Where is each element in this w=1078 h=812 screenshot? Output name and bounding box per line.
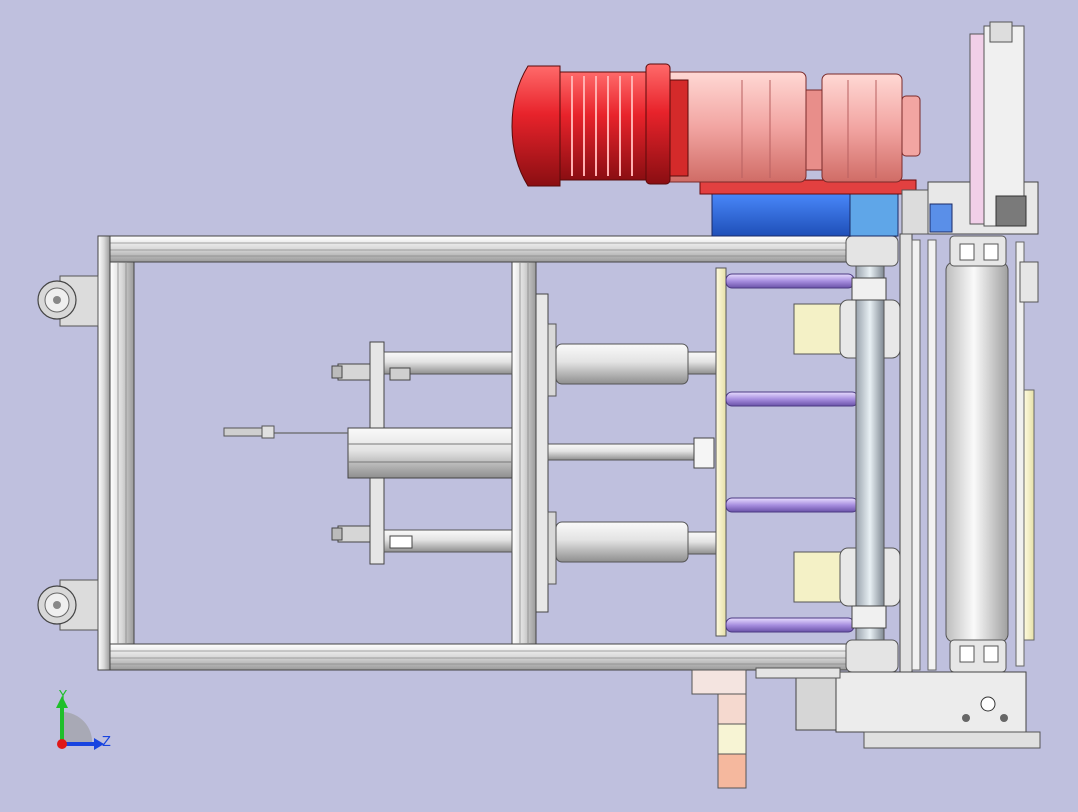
y-axis-label: Y [58, 689, 67, 704]
drive-shaft [855, 261, 885, 645]
coordinate-triad: Y Z [56, 689, 111, 750]
center-push-rod [547, 437, 715, 469]
main-cylinder-upper [555, 343, 717, 385]
origin-marker [57, 739, 67, 749]
y-axis-arrowhead [56, 696, 68, 708]
cylinder-rod-lower [331, 525, 513, 553]
lower-bracket [755, 667, 1041, 749]
z-axis-label: Z [102, 735, 111, 750]
cylinder-rod-upper [331, 351, 513, 381]
guide-rods [725, 273, 859, 633]
main-frame [97, 235, 897, 671]
z-axis-arrowhead [94, 738, 104, 750]
caster-wheel-bottom [37, 579, 99, 631]
upper-bracket [901, 21, 1039, 235]
main-cylinder-lower [555, 521, 717, 563]
gearbox-base [699, 179, 917, 237]
middle-plate [535, 293, 549, 613]
peach-block-stack [691, 669, 747, 789]
push-plate [715, 267, 727, 637]
linear-actuator [223, 425, 513, 479]
caster-wheel-top [37, 275, 99, 327]
side-frame-right [899, 233, 1039, 675]
main-roller [945, 235, 1009, 673]
gearbox [663, 71, 921, 183]
electric-motor [511, 63, 689, 187]
